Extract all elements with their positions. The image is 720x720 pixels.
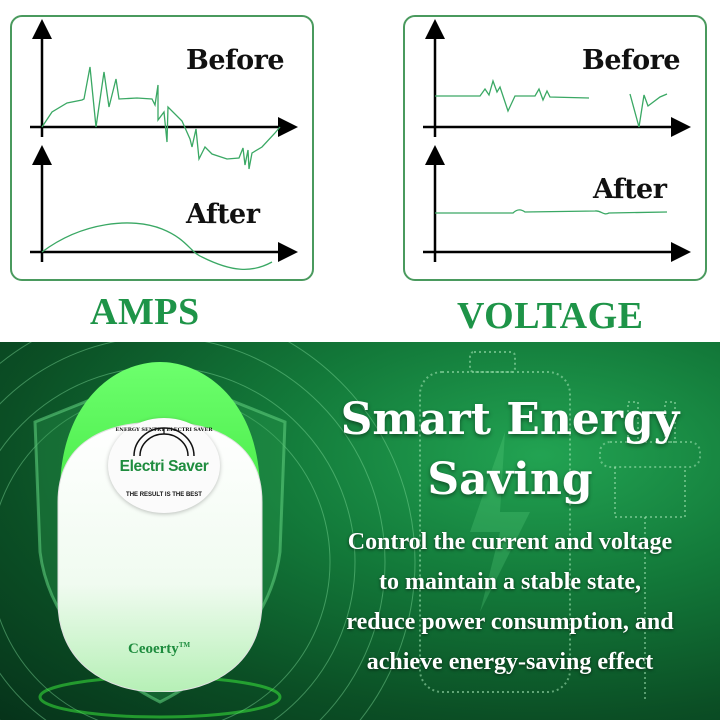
amps-after-label: After [186, 199, 260, 230]
amps-waveform-graphs [30, 19, 298, 271]
voltage-caption: VOLTAGE [457, 295, 644, 337]
trademark-mark: TM [178, 641, 191, 649]
badge-top-arc-text: ENERGY SENTRY ELECTRI SAVER [116, 427, 214, 433]
headline-line-2: Saving [427, 454, 593, 505]
headline: Smart Energy Saving [300, 390, 720, 510]
badge-bottom-arc-text: THE RESULT IS THE BEST [126, 492, 202, 498]
headline-line-1: Smart Energy [340, 394, 680, 445]
description-line-4: achieve energy-saving effect [366, 649, 654, 675]
badge-product-name: Electri Saver [119, 458, 209, 475]
voltage-before-label: Before [582, 45, 681, 76]
voltage-after-label: After [593, 174, 667, 205]
voltage-chart-panel: Before After [403, 15, 707, 281]
amps-before-label: Before [186, 45, 285, 76]
promo-banner: ENERGY SENTRY ELECTRI SAVER THE RESULT I… [0, 342, 720, 720]
lightning-icon [470, 432, 530, 612]
voltage-waveform-graphs [423, 19, 691, 262]
description-line-2: to maintain a stable state, [379, 569, 641, 595]
description: Control the current and voltage to maint… [300, 522, 720, 682]
comparison-section: Before After AMPS Before After VOLTAGE [0, 0, 720, 342]
battery-icon [419, 351, 571, 693]
plug-icon [599, 401, 701, 702]
brand-name: CeoertyTM [128, 641, 190, 658]
description-line-3: reduce power consumption, and [346, 609, 674, 635]
amps-caption: AMPS [90, 291, 200, 333]
brand-text: Ceoerty [128, 641, 179, 657]
gauge-arc-icon: ENERGY SENTRY ELECTRI SAVER THE RESULT I… [116, 427, 214, 498]
electri-saver-badge: ENERGY SENTRY ELECTRI SAVER THE RESULT I… [108, 418, 220, 513]
amps-chart-panel: Before After [10, 15, 314, 281]
description-line-1: Control the current and voltage [347, 529, 673, 555]
